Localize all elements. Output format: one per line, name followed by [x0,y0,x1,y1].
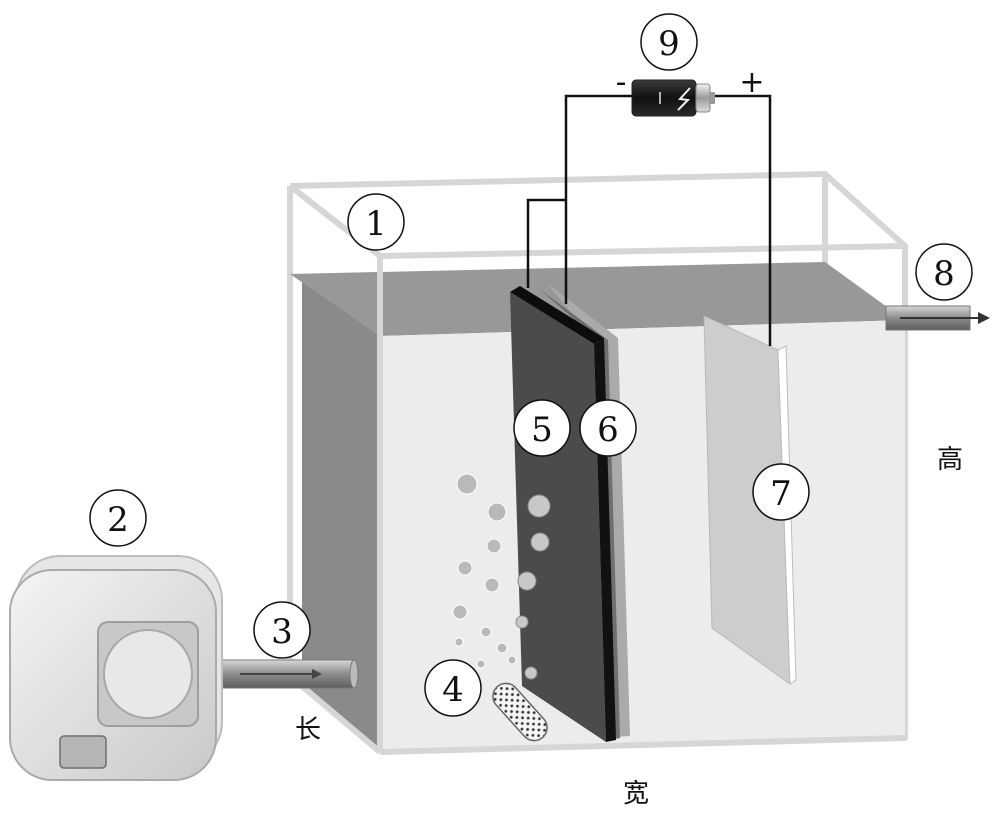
callout-7-label: 7 [770,474,792,514]
callout-4: 4 [424,659,482,717]
water-top-surface [290,262,905,336]
electrode-5-front-face [510,292,606,742]
callout-6-label: 6 [597,410,619,450]
water-left-side [302,282,380,752]
callout-2: 2 [89,489,147,547]
callout-4-label: 4 [442,670,464,710]
battery-lightning-icon [677,87,691,111]
callout-1-label: 1 [365,204,387,244]
pump-switch [59,735,107,769]
callout-8: 8 [915,243,973,301]
callout-7: 7 [752,463,810,521]
circuit-wires [526,94,772,346]
inlet-pipe [211,659,359,689]
battery-negative-terminal: - [616,65,627,100]
callout-3-label: 3 [271,612,293,652]
callout-5-label: 5 [531,410,553,450]
callout-1: 1 [347,193,405,251]
inlet-arrow-icon [312,669,322,679]
outlet-pipe [885,305,990,331]
dimension-width-label: 宽 [623,779,649,809]
callout-3: 3 [253,601,311,659]
callout-8-label: 8 [933,254,955,294]
callout-9: 9 [640,13,698,71]
callout-6: 6 [579,399,637,457]
battery [631,79,715,117]
aerator-stone [492,682,548,742]
dimension-height-label: 高 [937,445,963,475]
outlet-arrow-icon [978,312,990,324]
pump [9,555,223,781]
callout-9-label: 9 [658,24,680,64]
callout-5: 5 [513,399,571,457]
pump-impeller-window [103,629,193,719]
battery-positive-terminal: + [739,65,764,100]
tank-front-frame [288,183,906,755]
dimension-length-label: 长 [295,715,321,745]
callout-2-label: 2 [107,500,129,540]
gas-bubbles [452,473,551,680]
